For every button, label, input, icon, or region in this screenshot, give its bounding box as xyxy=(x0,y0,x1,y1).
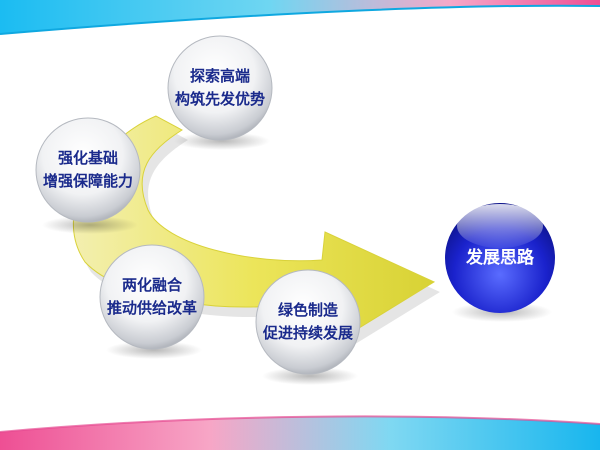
bottom-wave-line xyxy=(0,415,600,433)
node-strengthen-line2: 增强保障能力 xyxy=(42,172,133,190)
top-wave-band xyxy=(0,0,600,34)
node-strengthen-foundation: 强化基础 增强保障能力 xyxy=(28,147,148,193)
center-node-label: 发展思路 xyxy=(466,248,534,268)
node-shadow xyxy=(106,341,202,359)
node-green-line1: 绿色制造 xyxy=(277,301,338,319)
node-circle-explore xyxy=(167,35,273,141)
bottom-wave-band xyxy=(0,416,600,450)
node-green-manufacturing: 绿色制造 促进持续发展 xyxy=(248,299,368,345)
node-green-line2: 促进持续发展 xyxy=(262,324,353,342)
node-shadow xyxy=(262,367,358,385)
node-shadow xyxy=(174,132,270,150)
node-explore-line2: 构筑先发优势 xyxy=(174,90,265,108)
node-integrate-line2: 推动供给改革 xyxy=(106,299,197,317)
node-strengthen-line1: 强化基础 xyxy=(57,149,118,167)
node-explore-high-end: 探索高端 构筑先发优势 xyxy=(160,65,280,111)
node-shadow xyxy=(42,216,138,234)
top-wave-line xyxy=(0,4,600,35)
node-two-integration: 两化融合 推动供给改革 xyxy=(92,274,212,320)
node-explore-line1: 探索高端 xyxy=(189,67,250,85)
node-circle-integrate xyxy=(99,244,205,350)
center-node-gloss xyxy=(457,204,543,248)
node-circle-green xyxy=(255,269,361,375)
node-circle-strengthen xyxy=(35,117,141,223)
node-integrate-line1: 两化融合 xyxy=(121,276,182,294)
